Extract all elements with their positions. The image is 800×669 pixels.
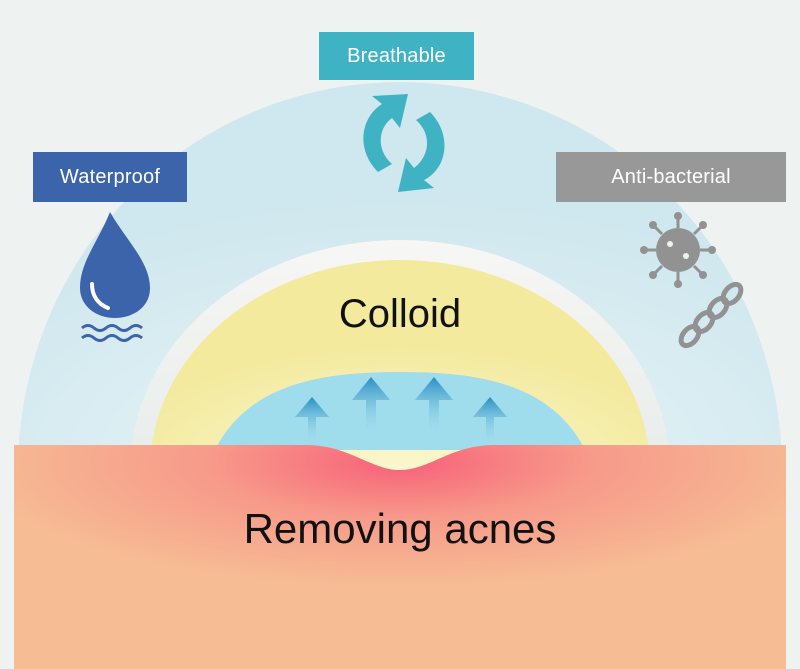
anti-bacterial-tag: Anti-bacterial bbox=[556, 152, 786, 202]
water-drop-icon bbox=[80, 212, 150, 342]
arrow-up-icon bbox=[295, 397, 329, 440]
arrow-up-icon bbox=[352, 377, 390, 430]
arrow-up-icon bbox=[415, 377, 453, 430]
colloid-label: Colloid bbox=[338, 292, 462, 336]
refresh-cycle-icon bbox=[363, 94, 445, 192]
bacteria-icon bbox=[640, 212, 744, 349]
removing-acnes-label: Removing acnes bbox=[243, 505, 557, 552]
absorption-arrows bbox=[295, 377, 507, 440]
breathable-tag: Breathable bbox=[319, 32, 474, 80]
skin-layer bbox=[14, 445, 786, 669]
waterproof-tag: Waterproof bbox=[33, 152, 187, 202]
arrow-up-icon bbox=[473, 397, 507, 440]
